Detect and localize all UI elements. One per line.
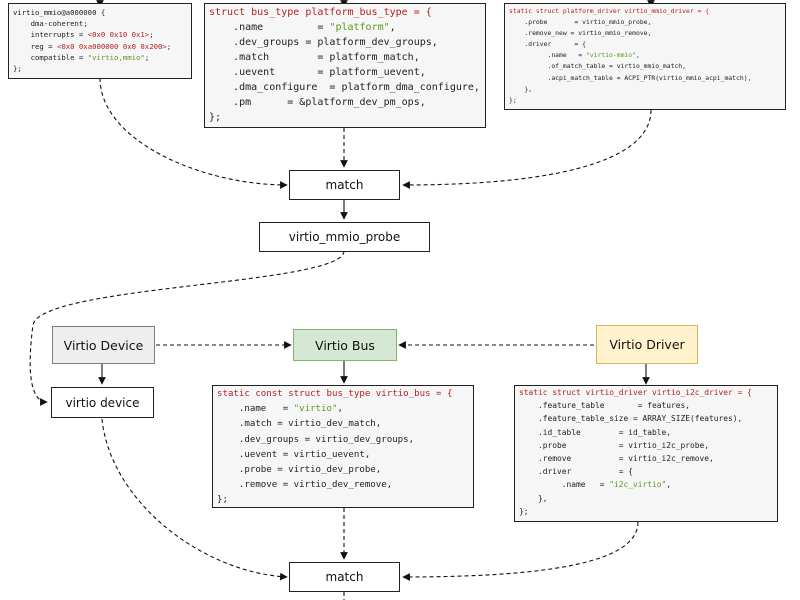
dts-node-code: virtio_mmio@a000000 { dma-coherent; inte… [8,3,192,79]
code-line: .pm = &platform_dev_pm_ops, [209,97,426,108]
virtio-bus-code: static const struct bus_type virtio_bus … [212,385,474,508]
code-line: }; [519,506,529,516]
code-line: compatible = "virtio,mmio"; [13,52,150,62]
code-line: .acpi_match_table = ACPI_PTR(virtio_mmio… [509,73,752,82]
code-line: dma-coherent; [13,19,88,29]
code-line: struct bus_type platform_bus_type = { [209,7,432,18]
code-line: .driver = { [519,467,634,477]
match-node-top: match [289,170,400,200]
code-line: .uevent = platform_uevent, [209,67,426,78]
code-line: .dma_configure = platform_dma_configure, [209,82,480,93]
code-line: .of_match_table = virtio_mmio_match, [509,62,686,71]
code-line: .remove = virtio_dev_remove, [217,480,393,491]
code-line: reg = <0x0 0xa000000 0x0 0x200>; [13,41,172,51]
arrow-i2c-driver-to-match [402,521,639,581]
code-line: .dev_groups = platform_dev_groups, [209,37,438,48]
code-line: }; [509,95,517,104]
arrow-device-to-match [101,418,288,581]
code-line: .probe = virtio_i2c_probe, [519,440,710,450]
code-line: .name = "virtio", [217,404,343,415]
code-line: .match = platform_match, [209,52,420,63]
code-line: .uevent = virtio_uevent, [217,449,371,460]
code-line: .remove = virtio_i2c_remove, [519,453,714,463]
match-node-bottom: match [289,562,400,592]
code-line: .probe = virtio_mmio_probe, [509,18,652,27]
code-line: .feature_table_size = ARRAY_SIZE(feature… [519,414,743,424]
arrow-dts-to-match [99,77,288,189]
virtio-mmio-probe-node: virtio_mmio_probe [259,222,430,252]
code-line: static const struct bus_type virtio_bus … [217,389,453,399]
code-line: .id_table = id_table, [519,427,672,437]
code-line: .feature_table = features, [519,401,691,411]
virtio-device-node: virtio device [51,387,154,418]
code-line: .driver = { [509,40,586,49]
code-line: .dev_groups = virtio_dev_groups, [217,434,415,445]
code-line: interrupts = <0x0 0x10 0x1>; [13,30,154,40]
platform-bus-type-code: struct bus_type platform_bus_type = { .n… [204,3,486,128]
code-line: static struct virtio_driver virtio_i2c_d… [519,388,752,397]
code-line: }; [217,495,228,506]
code-line: }; [209,112,222,123]
virtio-bus-node: Virtio Bus [293,329,397,361]
virtio-driver-class-node: Virtio Driver [596,325,698,364]
code-line: static struct platform_driver virtio_mmi… [509,7,710,15]
arrow-platform-driver-to-match [402,109,652,189]
code-line: .name = "i2c_virtio", [519,480,672,490]
code-line: }, [519,493,548,503]
code-line: }, [509,84,533,93]
platform-driver-code: static struct platform_driver virtio_mmi… [504,3,786,110]
code-line: .probe = virtio_dev_probe, [217,464,382,475]
code-line: virtio_mmio@a000000 { [13,8,106,17]
code-line: .remove_new = virtio_mmio_remove, [509,29,652,38]
code-line: .match = virtio_dev_match, [217,419,382,430]
code-line: .name = "platform", [209,22,396,33]
virtio-device-class-node: Virtio Device [52,326,155,364]
code-line: .name = "virtio-mmio", [509,51,640,60]
code-line: }; [13,63,22,73]
virtio-i2c-driver-code: static struct virtio_driver virtio_i2c_d… [514,385,778,522]
